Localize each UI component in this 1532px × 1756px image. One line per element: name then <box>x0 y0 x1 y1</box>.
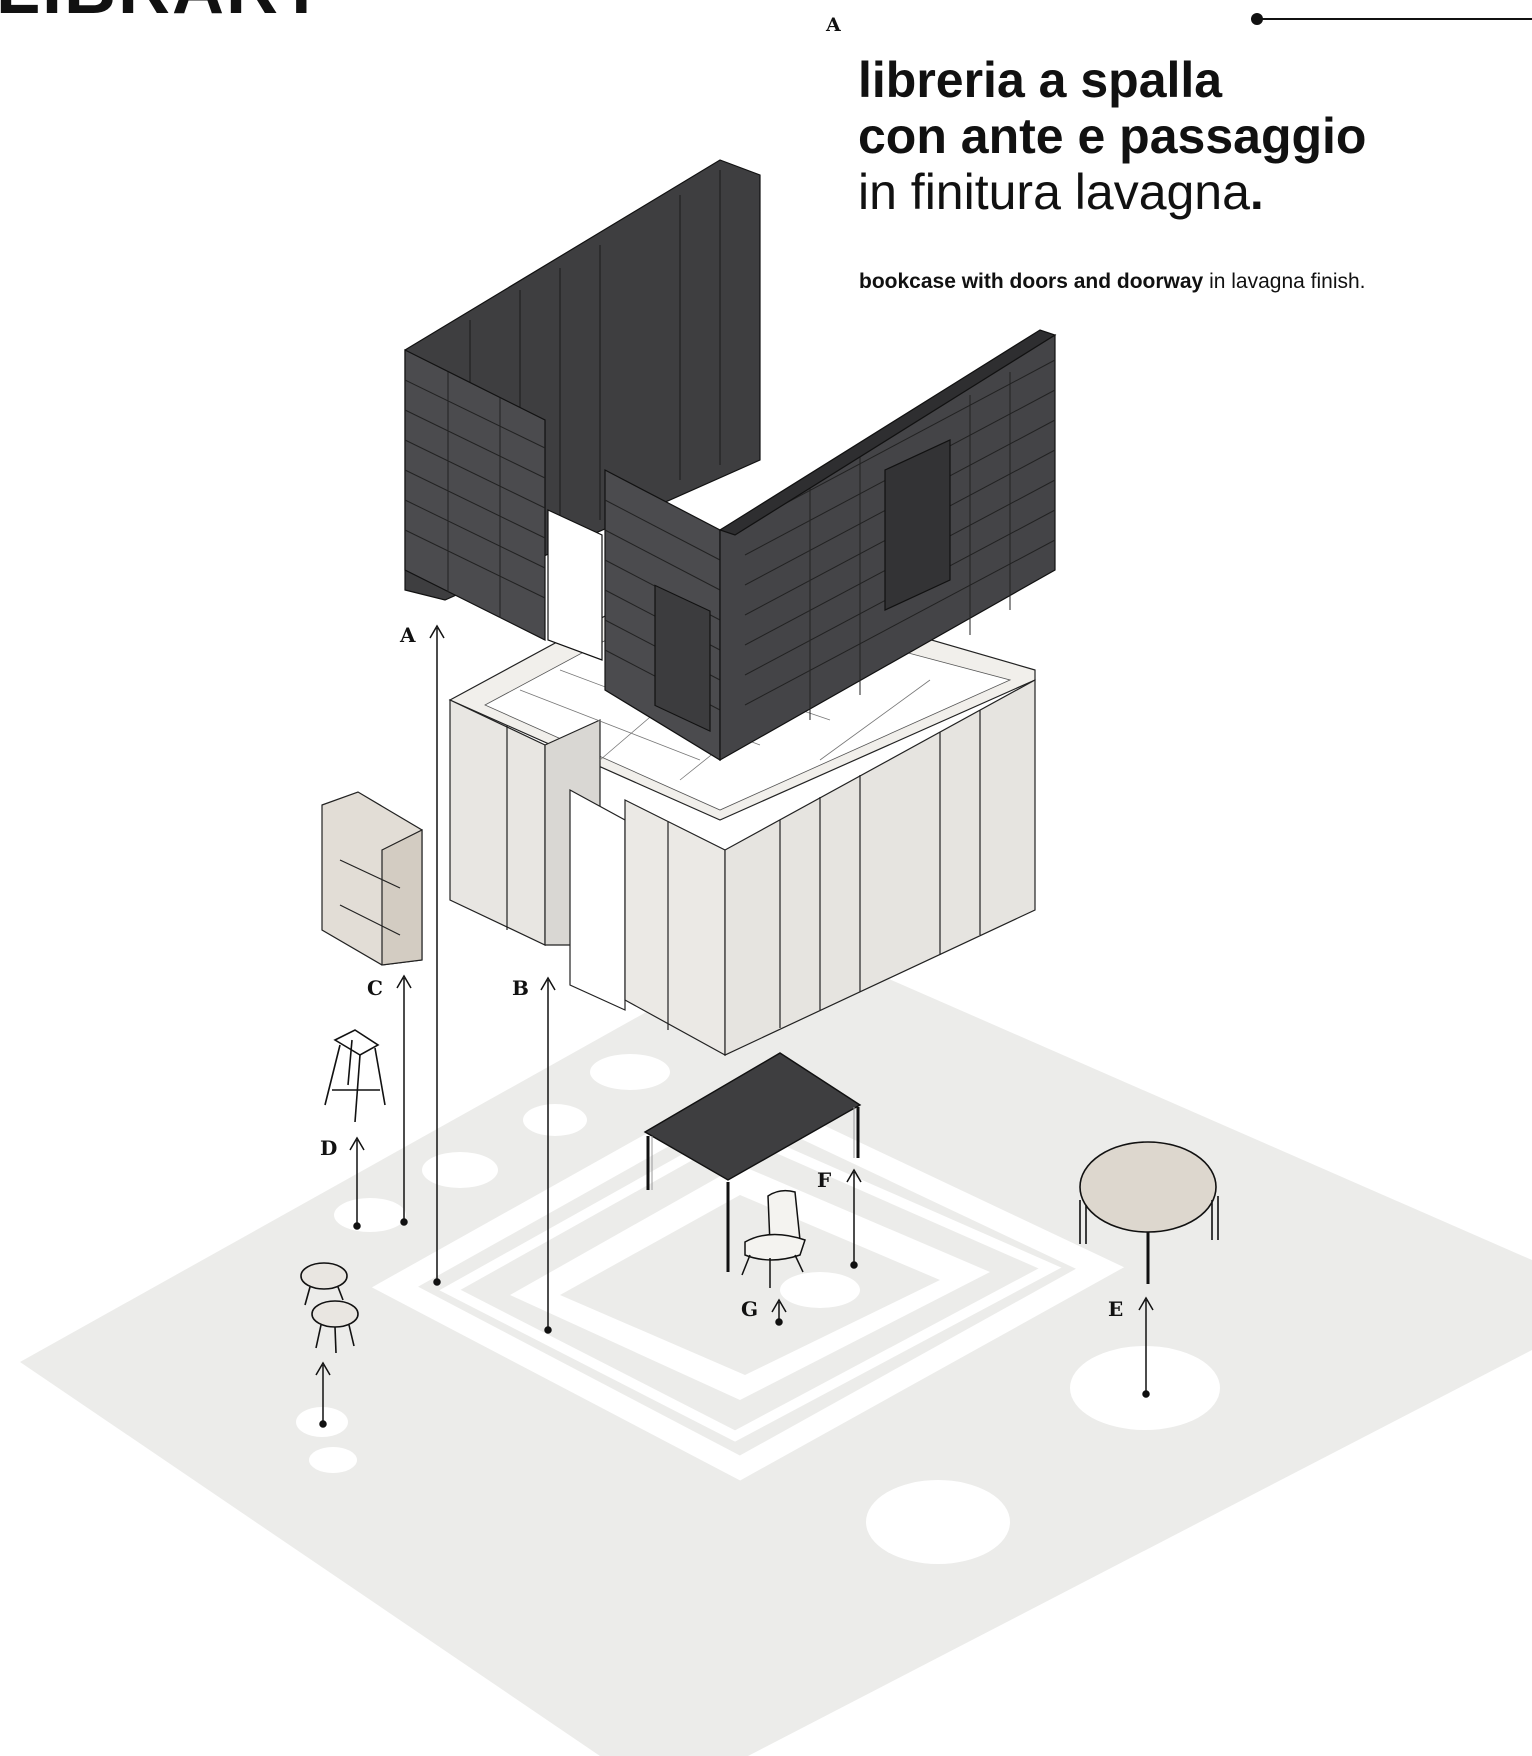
label-b: B <box>512 976 529 1000</box>
dark-bookcase-unit <box>404 159 1057 762</box>
dark-table <box>643 1052 862 1272</box>
label-e: E <box>1108 1297 1123 1321</box>
heading-line-3: in finitura lavagna. <box>858 164 1366 220</box>
heading-line-2: con ante e passaggio <box>858 108 1367 164</box>
bar-stool <box>324 1029 386 1123</box>
label-g: G <box>741 1297 758 1321</box>
floor-plate <box>20 934 1532 1756</box>
reference-letter: A <box>826 14 841 36</box>
subtitle-regular: in lavagna finish. <box>1209 270 1366 293</box>
heading-line-3-text: in finitura lavagna <box>858 164 1250 220</box>
small-bookcase <box>321 791 423 966</box>
subtitle-bold: bookcase with doors and doorway <box>859 270 1204 293</box>
label-c: C <box>367 976 383 1000</box>
heading-period: . <box>1249 164 1264 220</box>
heading-line-1: libreria a spalla <box>858 52 1223 108</box>
page-title: LIBRARY <box>0 0 327 30</box>
label-d: D <box>320 1136 337 1160</box>
round-table <box>1079 1141 1219 1284</box>
product-heading: libreria a spalla con ante e passaggio i… <box>858 52 1366 220</box>
side-tables <box>300 1262 359 1354</box>
assembly-arrows <box>315 624 1154 1428</box>
label-a: A <box>399 623 416 647</box>
label-f: F <box>817 1168 831 1192</box>
rule-dot <box>1251 13 1263 25</box>
rule-line <box>1258 18 1532 20</box>
product-subtitle: bookcase with doors and doorway in lavag… <box>859 270 1366 294</box>
chair <box>741 1189 806 1288</box>
